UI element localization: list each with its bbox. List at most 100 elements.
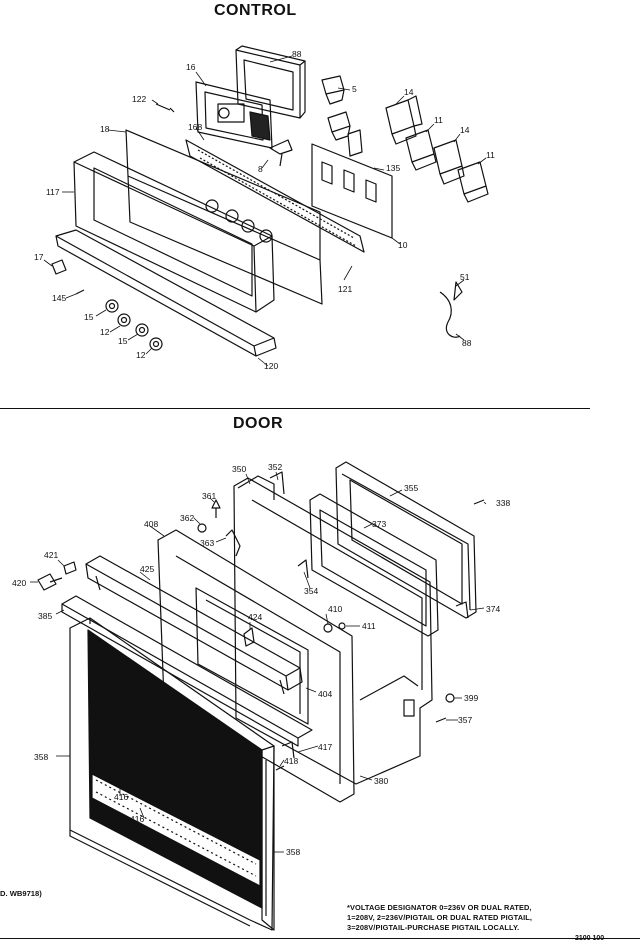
callout-145: 145 bbox=[52, 293, 66, 303]
callout-425: 425 bbox=[140, 564, 154, 574]
infinite-switch-11a bbox=[405, 129, 437, 171]
lamp-17 bbox=[51, 259, 67, 275]
callout-11: 11 bbox=[486, 150, 495, 160]
voltage-designator-note: *VOLTAGE DESIGNATOR 0=236V OR DUAL RATED… bbox=[347, 903, 632, 933]
callout-380: 380 bbox=[374, 776, 388, 786]
callout-10: 10 bbox=[398, 240, 408, 250]
callout-418: 418 bbox=[284, 756, 298, 766]
infinite-switch-14b bbox=[433, 139, 465, 185]
callout-361: 361 bbox=[202, 491, 216, 501]
callout-358: 358 bbox=[286, 847, 300, 857]
screw-338 bbox=[473, 499, 485, 505]
clip-135 bbox=[347, 129, 363, 157]
callout-399: 399 bbox=[464, 693, 478, 703]
callout-362: 362 bbox=[180, 513, 194, 523]
door-handle-425 bbox=[85, 555, 303, 695]
fastener-410 bbox=[323, 623, 333, 633]
callout-121: 121 bbox=[338, 284, 352, 294]
screw-361 bbox=[211, 499, 221, 518]
latch-416 bbox=[203, 759, 251, 794]
callout-350: 350 bbox=[232, 464, 246, 474]
bracket-424 bbox=[243, 627, 255, 647]
switch-knobs-5 bbox=[321, 75, 351, 141]
callout-404: 404 bbox=[318, 689, 332, 699]
screw-145 bbox=[75, 289, 85, 295]
callout-8: 8 bbox=[258, 164, 263, 174]
callout-88: 88 bbox=[292, 49, 302, 59]
callout-416: 416 bbox=[114, 792, 128, 802]
door-liner-380 bbox=[233, 477, 433, 785]
door-frame-350 bbox=[237, 475, 275, 500]
callout-420: 420 bbox=[12, 578, 26, 588]
control-section-title: CONTROL bbox=[214, 2, 297, 19]
callout-421: 421 bbox=[44, 550, 58, 560]
screw-420 bbox=[37, 573, 63, 591]
screw-357 bbox=[435, 717, 447, 723]
callout-11: 11 bbox=[434, 115, 443, 125]
callout-14: 14 bbox=[460, 125, 470, 135]
callout-135: 135 bbox=[386, 163, 400, 173]
screw-421 bbox=[63, 561, 77, 575]
bottom-divider bbox=[0, 938, 640, 939]
bumper-399 bbox=[445, 693, 455, 703]
control-clock-module-16 bbox=[195, 81, 273, 149]
door-callouts: 350 352 355 338 361 362 408 373 363 421 … bbox=[12, 462, 510, 857]
power-cord-51 bbox=[439, 281, 463, 338]
inner-window-373 bbox=[309, 493, 439, 637]
callout-373: 373 bbox=[372, 519, 386, 529]
trim-strip-120 bbox=[55, 229, 277, 357]
switch-bracket-10 bbox=[311, 143, 393, 239]
callout-5: 5 bbox=[352, 84, 357, 94]
infinite-switch-14a bbox=[385, 95, 423, 145]
section-divider bbox=[0, 408, 590, 409]
callout-358: 358 bbox=[34, 752, 48, 762]
callout-357: 357 bbox=[458, 715, 472, 725]
note-line: 3=208V/PIGTAIL-PURCHASE PIGTAIL LOCALLY. bbox=[347, 923, 520, 932]
backsplash-panel-18 bbox=[125, 129, 323, 305]
callout-408: 408 bbox=[144, 519, 158, 529]
screw-418 bbox=[275, 765, 285, 771]
callout-354: 354 bbox=[304, 586, 318, 596]
callout-117: 117 bbox=[46, 187, 60, 197]
control-callouts: 88 16 122 5 14 11 14 11 18 168 8 135 117… bbox=[34, 49, 495, 371]
callout-338: 338 bbox=[496, 498, 510, 508]
page-number-fragment: 2100 100 bbox=[575, 935, 605, 942]
callout-17: 17 bbox=[34, 252, 44, 262]
callout-88: 88 bbox=[462, 338, 472, 348]
hinge-clip-352 bbox=[269, 471, 285, 495]
note-line: *VOLTAGE DESIGNATOR 0=236V OR DUAL RATED… bbox=[347, 903, 532, 912]
callout-18: 18 bbox=[100, 124, 110, 134]
callout-385: 385 bbox=[38, 611, 52, 621]
screw-122 bbox=[155, 103, 175, 113]
part-number-fragment: D. WB9718) bbox=[0, 889, 42, 898]
callout-16: 16 bbox=[186, 62, 196, 72]
terminal-block-168 bbox=[185, 139, 365, 253]
callout-363: 363 bbox=[200, 538, 214, 548]
callout-416: 416 bbox=[130, 814, 144, 824]
outer-door-panel-358 bbox=[69, 617, 275, 931]
callout-120: 120 bbox=[264, 361, 278, 371]
knob-15a bbox=[105, 299, 119, 313]
bracket-417 bbox=[281, 741, 295, 759]
fastener-411 bbox=[338, 622, 346, 630]
knob-12a bbox=[117, 313, 131, 327]
callout-168: 168 bbox=[188, 122, 202, 132]
infinite-switch-11b bbox=[457, 161, 489, 203]
door-section-title: DOOR bbox=[233, 415, 283, 432]
callout-51: 51 bbox=[460, 272, 470, 282]
callout-410: 410 bbox=[328, 604, 342, 614]
note-line: 1=208V, 2=236V/PIGTAIL OR DUAL RATED PIG… bbox=[347, 913, 533, 922]
knob-15b bbox=[135, 323, 149, 337]
callout-12: 12 bbox=[100, 327, 110, 337]
clip-374 bbox=[455, 601, 469, 619]
callout-417: 417 bbox=[318, 742, 332, 752]
spring-363 bbox=[225, 529, 241, 557]
pin-9 bbox=[269, 139, 293, 167]
callout-14: 14 bbox=[404, 87, 414, 97]
callout-15: 15 bbox=[84, 312, 94, 322]
bracket-354 bbox=[297, 559, 309, 579]
callout-12: 12 bbox=[136, 350, 146, 360]
control-panel-117 bbox=[73, 151, 275, 313]
callout-122: 122 bbox=[132, 94, 146, 104]
